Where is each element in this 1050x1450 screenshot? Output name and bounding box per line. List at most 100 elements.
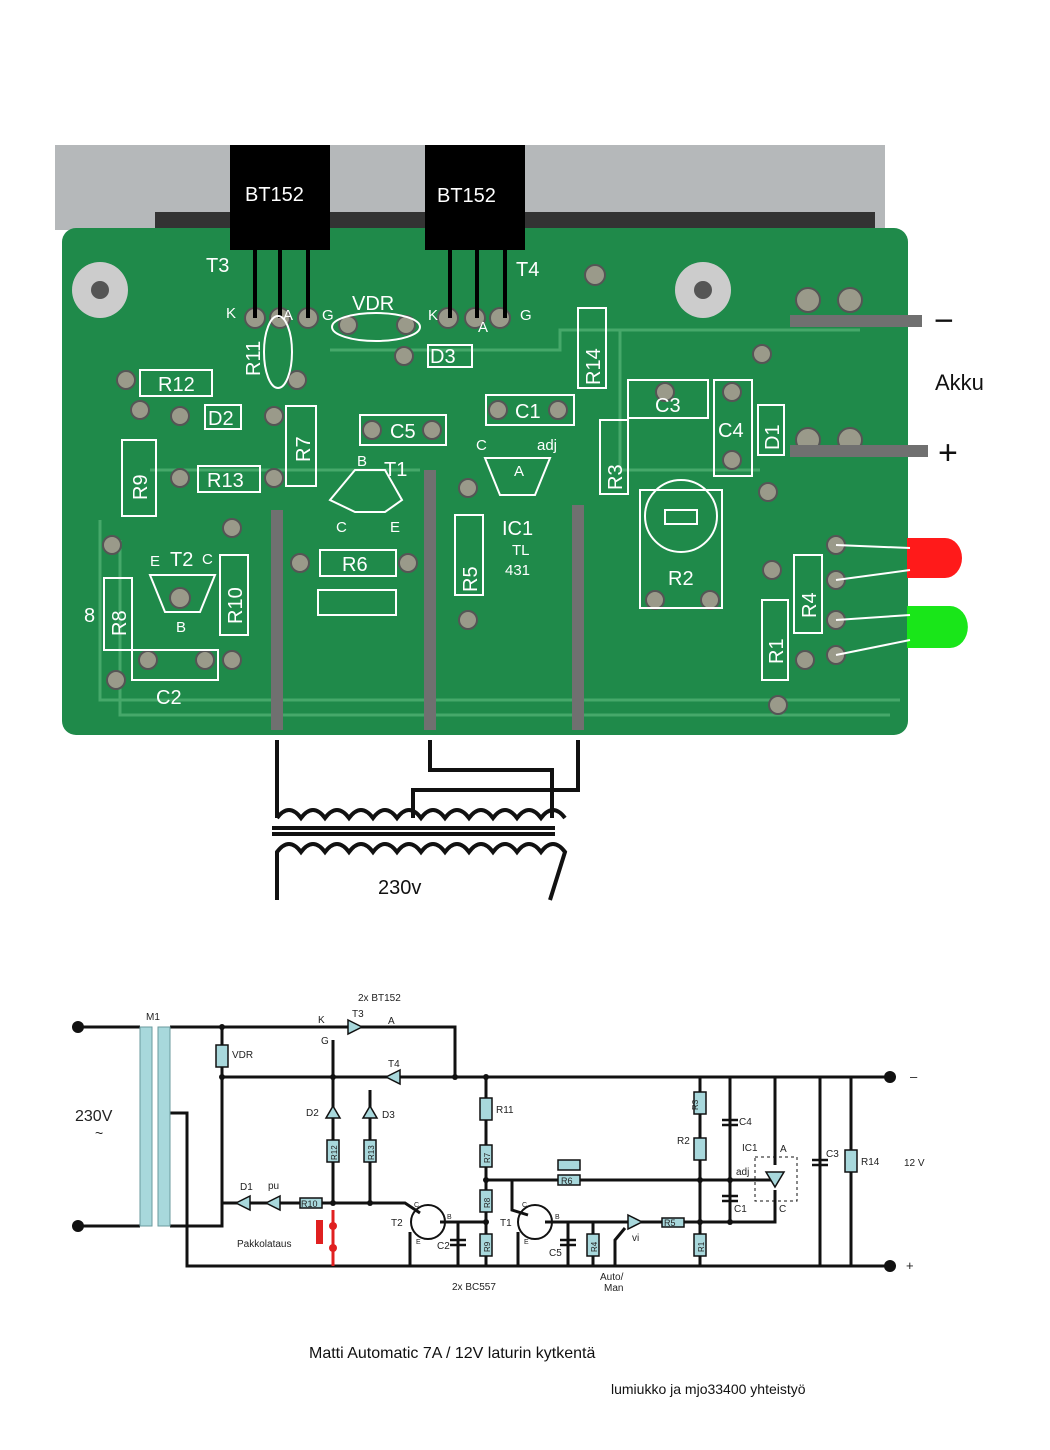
- label-a: A: [780, 1144, 787, 1155]
- label-b: B: [555, 1214, 560, 1221]
- label-g: G: [520, 307, 532, 324]
- transistor-t1: [517, 1204, 553, 1240]
- label-d1: D1: [762, 424, 784, 450]
- label-t3: T3: [206, 255, 229, 277]
- label-pakkolataus: Pakkolataus: [237, 1239, 291, 1250]
- label-a: A: [283, 307, 293, 324]
- label-k: K: [428, 307, 438, 324]
- label-t2: T2: [170, 549, 193, 571]
- label-r11: R11: [243, 341, 265, 376]
- label-c1: C1: [734, 1204, 747, 1215]
- transistor-t2: [410, 1204, 446, 1240]
- label-c5: C5: [390, 421, 416, 443]
- led-green: [907, 606, 968, 648]
- label-c4: C4: [739, 1117, 752, 1128]
- label-r12: R12: [158, 374, 195, 396]
- label-r10: R10: [301, 1199, 318, 1209]
- label-r14: R14: [583, 348, 605, 385]
- label-r9: R9: [130, 474, 152, 500]
- label-r7: R7: [293, 436, 315, 462]
- push-button-pakkolataus[interactable]: [316, 1210, 337, 1266]
- label-r10: R10: [225, 587, 247, 624]
- label-t4: T4: [388, 1059, 400, 1070]
- label-c: C: [476, 437, 487, 454]
- label-a: A: [388, 1016, 395, 1027]
- credit-text: lumiukko ja mjo33400 yhteistyö: [611, 1381, 806, 1397]
- label-c3: C3: [826, 1149, 839, 1160]
- label-r12: R12: [330, 1145, 339, 1160]
- label-r14: R14: [861, 1157, 880, 1168]
- label-r4: R4: [590, 1241, 599, 1252]
- label-ic1: IC1: [742, 1143, 758, 1154]
- label-t2: T2: [391, 1218, 403, 1229]
- thyristor-t4-label: BT152: [437, 185, 496, 207]
- label-c: C: [336, 519, 347, 536]
- label-r2: R2: [677, 1136, 690, 1147]
- schematic: 2x BT152 M1 K T3 A G VDR T4 230V ~ D2 D3…: [72, 993, 925, 1294]
- label-c: C: [202, 551, 213, 568]
- label-r2: R2: [668, 568, 694, 590]
- label-r3: R3: [605, 464, 627, 490]
- thyristor-t4: [425, 145, 525, 250]
- label-r9: R9: [483, 1241, 492, 1252]
- pcb-silkscreen: [103, 307, 823, 681]
- label-t4: T4: [516, 259, 539, 281]
- label-pu: pu: [268, 1181, 279, 1192]
- label-r5: R5: [664, 1218, 676, 1228]
- pcb-photo: BT152 BT152 T3 T4 K A G K A G VDR D3 R11…: [55, 145, 984, 901]
- label-r1: R1: [766, 638, 788, 664]
- label-431: 431: [505, 562, 530, 579]
- label-plus: +: [906, 1258, 914, 1273]
- label-c1: C1: [515, 401, 541, 423]
- label-r8: R8: [109, 610, 131, 636]
- label-b: B: [447, 1214, 452, 1221]
- label-r13: R13: [207, 470, 244, 492]
- label-g: G: [322, 307, 334, 324]
- label-8: 8: [84, 605, 95, 627]
- label-d3: D3: [430, 346, 456, 368]
- label-c: C: [522, 1202, 527, 1209]
- label-ic1: IC1: [502, 518, 533, 540]
- label-man: Man: [604, 1283, 623, 1294]
- label-r11: R11: [496, 1105, 514, 1116]
- label-k: K: [318, 1015, 325, 1026]
- label-r8: R8: [483, 1197, 492, 1208]
- label-a: A: [478, 319, 488, 336]
- label-adj: adj: [736, 1167, 749, 1178]
- label-g: G: [321, 1036, 329, 1047]
- label-auto: Auto/: [600, 1272, 624, 1283]
- label-vdr: VDR: [232, 1050, 253, 1061]
- label-2x-bt152: 2x BT152: [358, 993, 401, 1004]
- label-t1: T1: [384, 459, 407, 481]
- label-c5: C5: [549, 1248, 562, 1259]
- label-c4: C4: [718, 420, 744, 442]
- label-ac: ~: [95, 1125, 103, 1141]
- label-vdr: VDR: [352, 293, 394, 315]
- label-d3: D3: [382, 1110, 395, 1121]
- label-e: E: [524, 1239, 529, 1246]
- label-vi: vi: [632, 1233, 639, 1244]
- label-m1: M1: [146, 1012, 160, 1023]
- mains-label: 230v: [378, 877, 421, 899]
- label-d2: D2: [306, 1108, 319, 1119]
- label-e: E: [416, 1239, 421, 1246]
- label-r3: R3: [691, 1099, 700, 1110]
- label-c2: C2: [156, 687, 182, 709]
- label-e: E: [390, 519, 400, 536]
- label-230v: 230V: [75, 1108, 113, 1125]
- label-tl: TL: [512, 542, 530, 559]
- label-a: A: [514, 463, 524, 480]
- label-k: K: [226, 305, 236, 322]
- battery-plus-label: +: [938, 434, 958, 472]
- diagram-caption: Matti Automatic 7A / 12V laturin kytkent…: [309, 1345, 596, 1362]
- label-t1: T1: [500, 1218, 512, 1229]
- label-r6: R6: [342, 554, 368, 576]
- label-r7: R7: [483, 1152, 492, 1163]
- led-red: [907, 538, 962, 578]
- thyristor-t3: [230, 145, 330, 250]
- label-b: B: [176, 619, 186, 636]
- label-c: C: [779, 1204, 786, 1215]
- battery-label: Akku: [935, 370, 984, 395]
- label-e: E: [150, 553, 160, 570]
